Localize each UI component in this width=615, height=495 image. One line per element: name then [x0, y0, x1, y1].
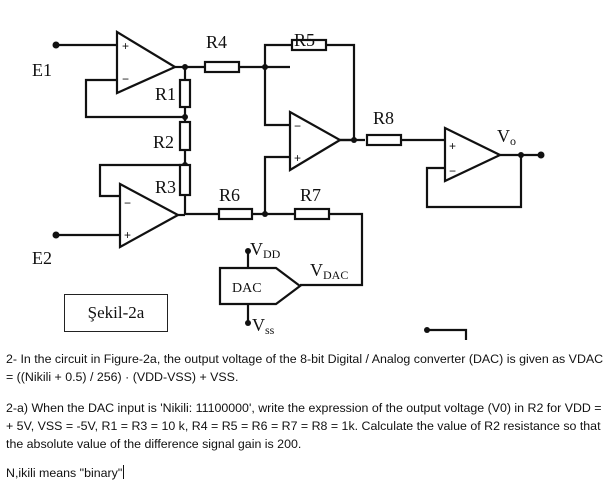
resistor-r2	[178, 120, 192, 152]
opamp-minus-sign: −	[124, 196, 131, 210]
resistor-r7	[293, 207, 331, 221]
r1-label: R1	[155, 84, 176, 104]
e2-terminal	[52, 231, 60, 239]
vss-terminal	[245, 320, 251, 326]
opamp-4: + −	[443, 126, 503, 183]
question-note: N,ikili means "binary"	[6, 464, 606, 482]
output-terminal	[537, 151, 545, 159]
r5-label: R5	[294, 30, 315, 50]
question-paragraph: 2- In the circuit in Figure-2a, the outp…	[6, 352, 604, 384]
vdd-terminal	[245, 248, 251, 254]
junction-dots	[52, 41, 545, 333]
resistor-r6	[217, 207, 254, 221]
junction-dot	[262, 211, 268, 217]
opamp-1: + −	[98, 30, 178, 95]
opamp-3: − +	[288, 110, 343, 172]
r2-label: R2	[153, 132, 174, 152]
resistor-r8	[365, 133, 403, 147]
resistors	[178, 38, 403, 221]
opamp-plus-sign: +	[294, 151, 301, 165]
e1-terminal	[52, 41, 60, 49]
note-text: N,ikili means "binary"	[6, 466, 123, 480]
question-paragraph: 2-a) When the DAC input is 'Nikili: 1110…	[6, 401, 602, 451]
opamp-minus-sign: −	[122, 72, 129, 86]
r4-label: R4	[206, 32, 227, 52]
junction-dot	[351, 137, 357, 143]
figure-label: Şekil-2a	[64, 294, 168, 332]
opamp-plus-sign: +	[449, 139, 456, 153]
circuit-wires	[56, 43, 541, 340]
dac-block: DAC	[218, 266, 302, 306]
opamp-minus-sign: −	[294, 119, 301, 133]
r3-label: R3	[155, 177, 176, 197]
junction-dot	[518, 152, 524, 158]
resistor-r3	[178, 163, 192, 197]
junction-dot	[182, 114, 188, 120]
resistor-r1	[178, 78, 192, 109]
r8-label: R8	[373, 108, 394, 128]
resistor-r4	[203, 60, 241, 74]
r6-label: R6	[219, 185, 240, 205]
opamp-plus-sign: +	[122, 39, 129, 53]
r7-label: R7	[300, 185, 321, 205]
junction-dot	[182, 64, 188, 70]
junction-dot	[424, 327, 430, 333]
circuit-diagram: + − − + − + + − DAC E1 E2 R4 R5 R1 R2 R3…	[32, 30, 545, 340]
opamp-minus-sign: −	[449, 164, 456, 178]
vdac-label: VDAC	[310, 260, 348, 282]
dac-label: DAC	[232, 281, 262, 296]
input-e2-label: E2	[32, 248, 52, 268]
output-vo-label: Vo	[497, 126, 516, 148]
opamp-plus-sign: +	[124, 228, 131, 242]
vss-label: Vss	[252, 315, 275, 337]
input-e1-label: E1	[32, 60, 52, 80]
vdd-label: VDD	[250, 239, 281, 261]
question-text: 2- In the circuit in Figure-2a, the outp…	[6, 350, 606, 495]
opamp-2: − +	[118, 182, 185, 249]
resistor-r5	[290, 38, 328, 52]
text-cursor	[123, 465, 125, 479]
junction-dot	[262, 64, 268, 70]
